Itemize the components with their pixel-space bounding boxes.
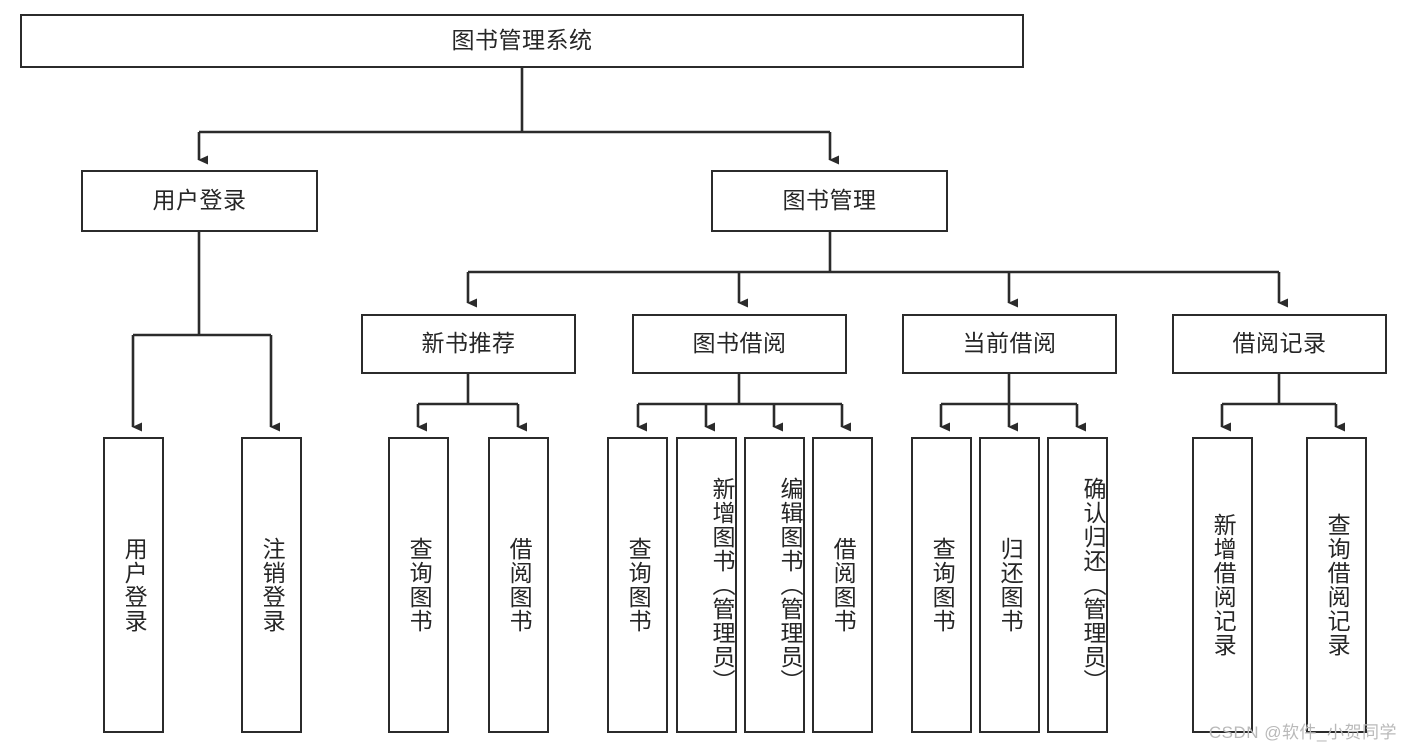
leaf-borrow-book-2-label: 借阅图书 (830, 537, 857, 633)
node-book-borrow[interactable]: 图书借阅 (632, 314, 847, 374)
leaf-query-book-3-label: 查询图书 (929, 537, 956, 633)
leaf-query-book-3[interactable]: 查询图书 (911, 437, 972, 733)
node-new-book-recommend-label: 新书推荐 (421, 330, 516, 357)
leaf-return-book[interactable]: 归还图书 (979, 437, 1040, 733)
leaf-confirm-return-admin[interactable]: 确认归还（管理员） (1047, 437, 1108, 733)
leaf-query-book-1[interactable]: 查询图书 (388, 437, 449, 733)
node-book-management-label: 图书管理 (782, 187, 877, 214)
leaf-query-borrow-record[interactable]: 查询借阅记录 (1306, 437, 1367, 733)
leaf-edit-book-admin[interactable]: 编辑图书（管理员） (744, 437, 805, 733)
node-current-borrow-label: 当前借阅 (962, 330, 1057, 357)
leaf-query-book-2[interactable]: 查询图书 (607, 437, 668, 733)
csdn-watermark: CSDN @软件_小贺同学 (1208, 723, 1397, 742)
leaf-query-book-2-label: 查询图书 (625, 537, 652, 633)
leaf-confirm-return-admin-label: 确认归还（管理员） (1080, 477, 1106, 693)
leaf-borrow-book-2[interactable]: 借阅图书 (812, 437, 873, 733)
leaf-add-borrow-record[interactable]: 新增借阅记录 (1192, 437, 1253, 733)
leaf-add-borrow-record-label: 新增借阅记录 (1210, 513, 1237, 657)
leaf-user-logout-label: 注销登录 (259, 537, 286, 633)
node-root-label: 图书管理系统 (451, 27, 593, 54)
leaf-return-book-label: 归还图书 (997, 537, 1024, 633)
node-user-login[interactable]: 用户登录 (81, 170, 318, 232)
leaf-borrow-book-1[interactable]: 借阅图书 (488, 437, 549, 733)
leaf-user-login-label: 用户登录 (121, 537, 148, 633)
leaf-user-login[interactable]: 用户登录 (103, 437, 164, 733)
node-borrow-record-label: 借阅记录 (1232, 330, 1327, 357)
node-current-borrow[interactable]: 当前借阅 (902, 314, 1117, 374)
leaf-edit-book-admin-label: 编辑图书（管理员） (777, 477, 803, 693)
leaf-add-book-admin[interactable]: 新增图书（管理员） (676, 437, 737, 733)
leaf-user-logout[interactable]: 注销登录 (241, 437, 302, 733)
leaf-add-book-admin-label: 新增图书（管理员） (709, 477, 735, 693)
node-book-management[interactable]: 图书管理 (711, 170, 948, 232)
node-root-system[interactable]: 图书管理系统 (20, 14, 1024, 68)
node-new-book-recommend[interactable]: 新书推荐 (361, 314, 576, 374)
node-user-login-label: 用户登录 (152, 187, 247, 214)
node-borrow-record[interactable]: 借阅记录 (1172, 314, 1387, 374)
node-book-borrow-label: 图书借阅 (692, 330, 787, 357)
leaf-query-book-1-label: 查询图书 (406, 537, 433, 633)
leaf-query-borrow-record-label: 查询借阅记录 (1324, 513, 1351, 657)
leaf-borrow-book-1-label: 借阅图书 (506, 537, 533, 633)
